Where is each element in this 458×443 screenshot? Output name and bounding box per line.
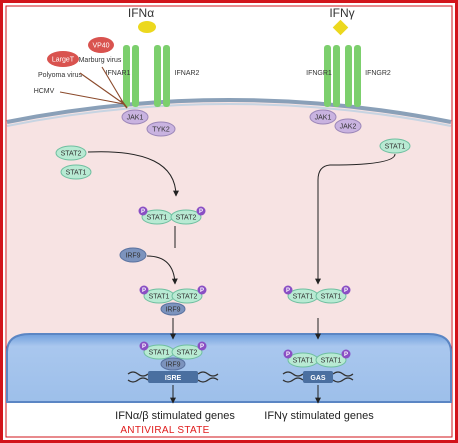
larget-inhibitor	[47, 51, 79, 67]
plasma-membrane	[6, 98, 452, 124]
svg-text:P: P	[142, 344, 146, 350]
ifnar1-receptor	[123, 45, 139, 107]
cytoplasm	[7, 100, 451, 402]
jak1-label-right: JAK1	[315, 115, 332, 122]
svg-text:P: P	[142, 288, 146, 294]
jak1-label-left: JAK1	[127, 115, 144, 122]
svg-text:P: P	[199, 209, 203, 215]
svg-text:STAT2: STAT2	[176, 215, 197, 222]
stat2-free-label: STAT2	[61, 151, 82, 158]
tyk2-kinase	[146, 121, 176, 137]
inhibition-lines	[59, 66, 128, 109]
svg-text:ISRE: ISRE	[165, 375, 182, 382]
svg-text:P: P	[200, 288, 204, 294]
stat2-free	[55, 145, 87, 161]
ifng-label: IFNγ	[329, 6, 354, 20]
arrow-receptor-to-dimer	[87, 151, 179, 197]
ifnar1-label: IFNAR1	[106, 70, 131, 77]
antiviral-state: ANTIVIRAL STATE	[120, 425, 209, 436]
arrow-stat1-to-gaf	[315, 153, 396, 285]
nucleus	[6, 333, 452, 403]
arrow-irf9-join	[146, 255, 178, 285]
ifnar2-receptor	[154, 45, 170, 107]
ifngr1-receptor	[324, 45, 340, 107]
svg-text:P: P	[200, 344, 204, 350]
jak2-label: JAK2	[340, 124, 357, 131]
svg-text:STAT1: STAT1	[147, 215, 168, 222]
svg-text:STAT1: STAT1	[293, 294, 314, 301]
ifng-output-genes: IFNγ stimulated genes	[264, 410, 374, 422]
svg-text:P: P	[344, 288, 348, 294]
stat1-free-label-left: STAT1	[66, 170, 87, 177]
irf9-free-label: IRF9	[125, 253, 140, 260]
ifna-ligand	[138, 21, 156, 33]
larget-label: LargeT	[52, 57, 75, 64]
svg-text:STAT1: STAT1	[293, 358, 314, 365]
svg-text:STAT1: STAT1	[149, 294, 170, 301]
tyk2-label: TYK2	[152, 127, 170, 134]
ifnar2-label: IFNAR2	[175, 70, 200, 77]
svg-text:STAT2: STAT2	[177, 294, 198, 301]
svg-text:P: P	[286, 352, 290, 358]
svg-text:P: P	[141, 209, 145, 215]
marburg-virus-label: Marburg virus	[79, 57, 122, 64]
jak1-kinase-left	[121, 109, 149, 125]
svg-text:IRF9: IRF9	[165, 307, 180, 314]
hcmv-label: HCMV	[34, 88, 55, 95]
polyoma-virus-label: Polyoma virus	[38, 72, 82, 79]
jak2-kinase	[334, 118, 362, 134]
svg-text:STAT1: STAT1	[321, 294, 342, 301]
isgf3-nuclear-complex: STAT1 STAT2 IRF9 P P	[139, 341, 207, 371]
svg-text:P: P	[344, 352, 348, 358]
svg-text:STAT2: STAT2	[177, 350, 198, 357]
stat1-free-left	[60, 164, 92, 180]
vp40-label: VP40	[92, 43, 109, 50]
svg-text:GAS: GAS	[310, 375, 326, 382]
svg-text:STAT1: STAT1	[321, 358, 342, 365]
isre-dna-element: ISRE	[127, 371, 219, 383]
ifngr1-label: IFNGR1	[306, 70, 332, 77]
isgf3-complex: STAT1 STAT2 IRF9 P P	[139, 285, 207, 316]
ifngr2-label: IFNGR2	[365, 70, 391, 77]
gas-dna-element: GAS	[282, 371, 354, 383]
gaf-dimer: STAT1 STAT1 P P	[283, 285, 351, 304]
irf9-free	[119, 247, 147, 263]
stat1-free-right	[379, 138, 411, 154]
stat1-free-label-right: STAT1	[385, 144, 406, 151]
gaf-nuclear-dimer: STAT1 STAT1 P P	[283, 349, 351, 368]
svg-text:STAT1: STAT1	[149, 350, 170, 357]
svg-text:IRF9: IRF9	[165, 362, 180, 369]
ifna-label: IFNα	[128, 6, 154, 20]
ifngr2-receptor	[345, 45, 361, 107]
vp40-inhibitor	[88, 37, 114, 53]
stat1-stat2-dimer: STAT1 STAT2 P P	[138, 206, 206, 225]
svg-text:P: P	[286, 288, 290, 294]
jak1-kinase-right	[309, 109, 337, 125]
ifna-output-genes: IFNα/β stimulated genes	[115, 410, 235, 422]
